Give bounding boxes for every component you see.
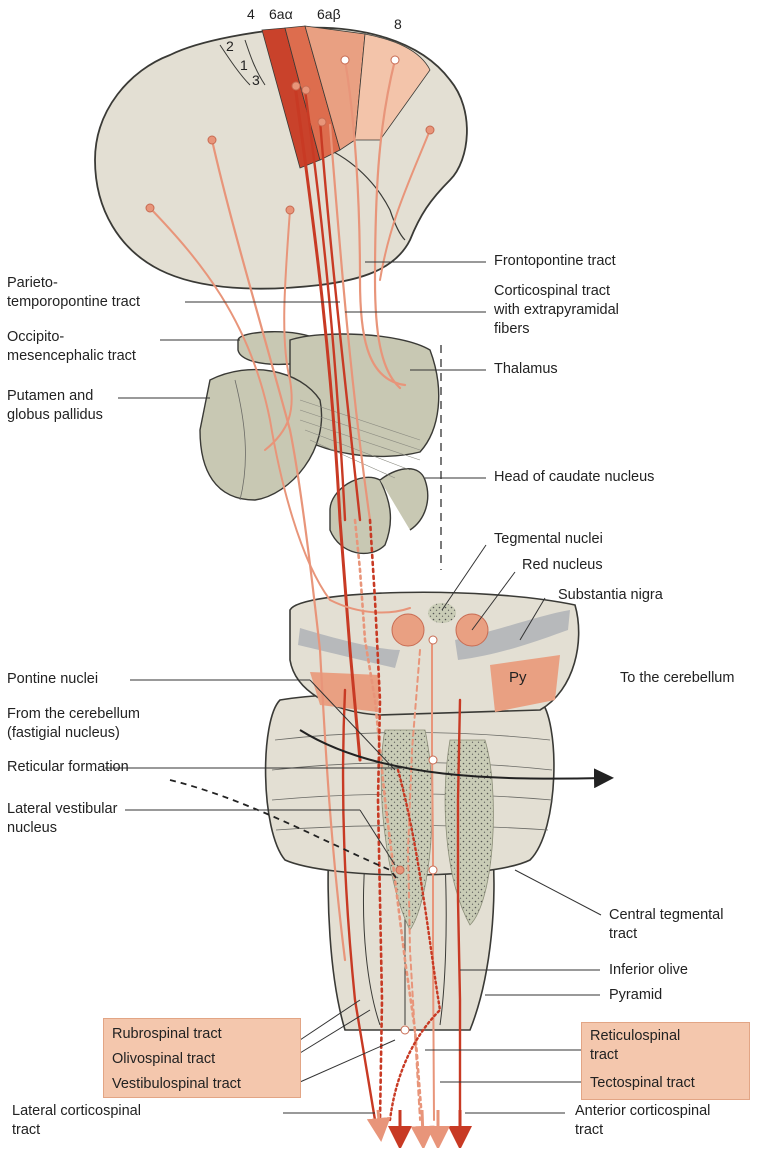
inferior-olive-label: Inferior olive <box>609 961 688 980</box>
area-8-label: 8 <box>394 16 402 32</box>
central-tegmental-label: Central tegmental tract <box>609 906 723 944</box>
to-cerebellum-label: To the cerebellum <box>620 669 734 688</box>
basal-ganglia <box>200 332 439 554</box>
reticulospinal-label: Reticulospinal tract <box>590 1027 680 1065</box>
caudate-label: Head of caudate nucleus <box>494 468 654 487</box>
lateral-corticospinal-label: Lateral corticospinal tract <box>12 1102 141 1140</box>
midbrain-section <box>290 592 579 715</box>
left-tract-box: Rubrospinal tract Olivospinal tract Vest… <box>103 1018 301 1098</box>
right-tract-box: Reticulospinal tract Tectospinal tract <box>581 1022 750 1100</box>
lateral-vestibular-label: Lateral vestibular nucleus <box>7 800 117 838</box>
red-nucleus-label: Red nucleus <box>522 556 603 575</box>
red-nucleus-left <box>392 614 424 646</box>
from-cerebellum-label: From the cerebellum (fastigial nucleus) <box>7 705 140 743</box>
area-1-label: 1 <box>240 57 248 73</box>
rubrospinal-label: Rubrospinal tract <box>112 1025 222 1044</box>
anterior-corticospinal-label: Anterior corticospinal tract <box>575 1102 710 1140</box>
olivospinal-label: Olivospinal tract <box>112 1050 215 1069</box>
substantia-nigra-label: Substantia nigra <box>558 586 663 605</box>
tegmental-nuclei-label: Tegmental nuclei <box>494 530 603 549</box>
vestibulospinal-label: Vestibulospinal tract <box>112 1075 241 1094</box>
occipitomesencephalic-label: Occipito- mesencephalic tract <box>7 328 136 366</box>
area-6a-beta-label: 6aβ <box>317 6 341 22</box>
tegmental-nuclei <box>428 603 456 623</box>
tectospinal-label: Tectospinal tract <box>590 1074 695 1093</box>
pyramid-label: Pyramid <box>609 986 662 1005</box>
pontine-nuclei-label: Pontine nuclei <box>7 670 98 689</box>
area-6a-alpha-label: 6aα <box>269 6 293 22</box>
area-3-label: 3 <box>252 72 260 88</box>
cerebral-hemisphere <box>95 26 467 289</box>
frontopontine-label: Frontopontine tract <box>494 252 616 271</box>
py-label: Py <box>509 668 527 687</box>
thalamus-label: Thalamus <box>494 360 558 379</box>
reticular-formation-label: Reticular formation <box>7 758 129 777</box>
putamen-label: Putamen and globus pallidus <box>7 387 103 425</box>
parietotemporopontine-label: Parieto- temporopontine tract <box>7 274 140 312</box>
corticospinal-label: Corticospinal tract with extrapyramidal … <box>494 282 619 339</box>
area-2-label: 2 <box>226 38 234 54</box>
area-4-label: 4 <box>247 6 255 22</box>
